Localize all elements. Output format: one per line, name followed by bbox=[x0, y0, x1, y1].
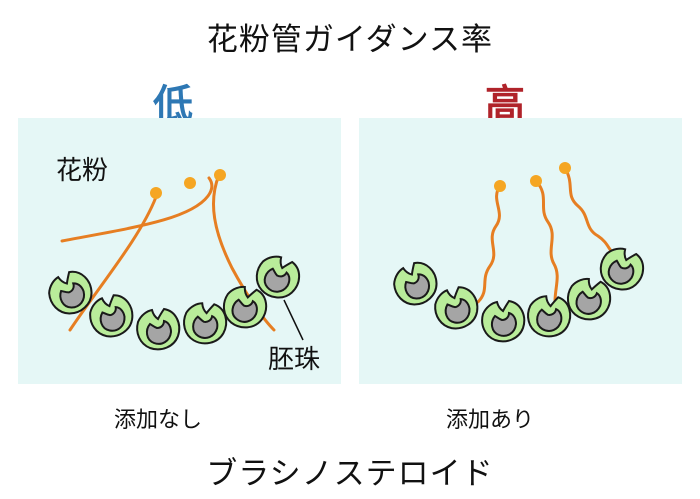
pollen-grain bbox=[559, 162, 571, 174]
pollen-grain bbox=[530, 175, 542, 187]
panel-with-treatment bbox=[359, 118, 682, 384]
treatment-label: ブラシノステロイド bbox=[206, 456, 494, 492]
pollen-tube bbox=[68, 195, 158, 332]
ovules-with-treatment bbox=[387, 240, 651, 343]
pollen-tubes-with-treatment bbox=[476, 166, 620, 314]
ovule bbox=[136, 308, 181, 351]
pollen-grain bbox=[184, 177, 196, 189]
panel-without-treatment bbox=[18, 118, 341, 384]
pollen-grain bbox=[150, 187, 162, 199]
pollen-grain bbox=[214, 169, 226, 181]
ovule bbox=[179, 298, 231, 348]
condition-without-treatment: 添加なし bbox=[114, 408, 203, 433]
pollen-tube bbox=[563, 166, 620, 258]
condition-with-treatment: 添加あり bbox=[446, 408, 535, 433]
diagram-title: 花粉管ガイダンス率 bbox=[206, 22, 494, 58]
pollen-grains-with-treatment bbox=[494, 162, 571, 192]
ovule bbox=[86, 291, 137, 341]
pollen-tube bbox=[476, 184, 502, 304]
ovule-pointer-line bbox=[283, 299, 304, 341]
ovule bbox=[481, 300, 526, 343]
pollen-label: 花粉 bbox=[56, 156, 109, 186]
ovule bbox=[523, 291, 575, 341]
ovule bbox=[42, 265, 99, 321]
pollen-grains-without-treatment bbox=[150, 169, 226, 199]
ovule-label: 胚珠 bbox=[268, 345, 321, 375]
pollen-grain bbox=[494, 180, 506, 192]
ovules-without-treatment bbox=[42, 248, 307, 351]
ovule bbox=[431, 283, 482, 333]
pollen-tube bbox=[534, 179, 559, 314]
pollen-tube bbox=[60, 176, 214, 243]
ovule bbox=[387, 256, 444, 312]
